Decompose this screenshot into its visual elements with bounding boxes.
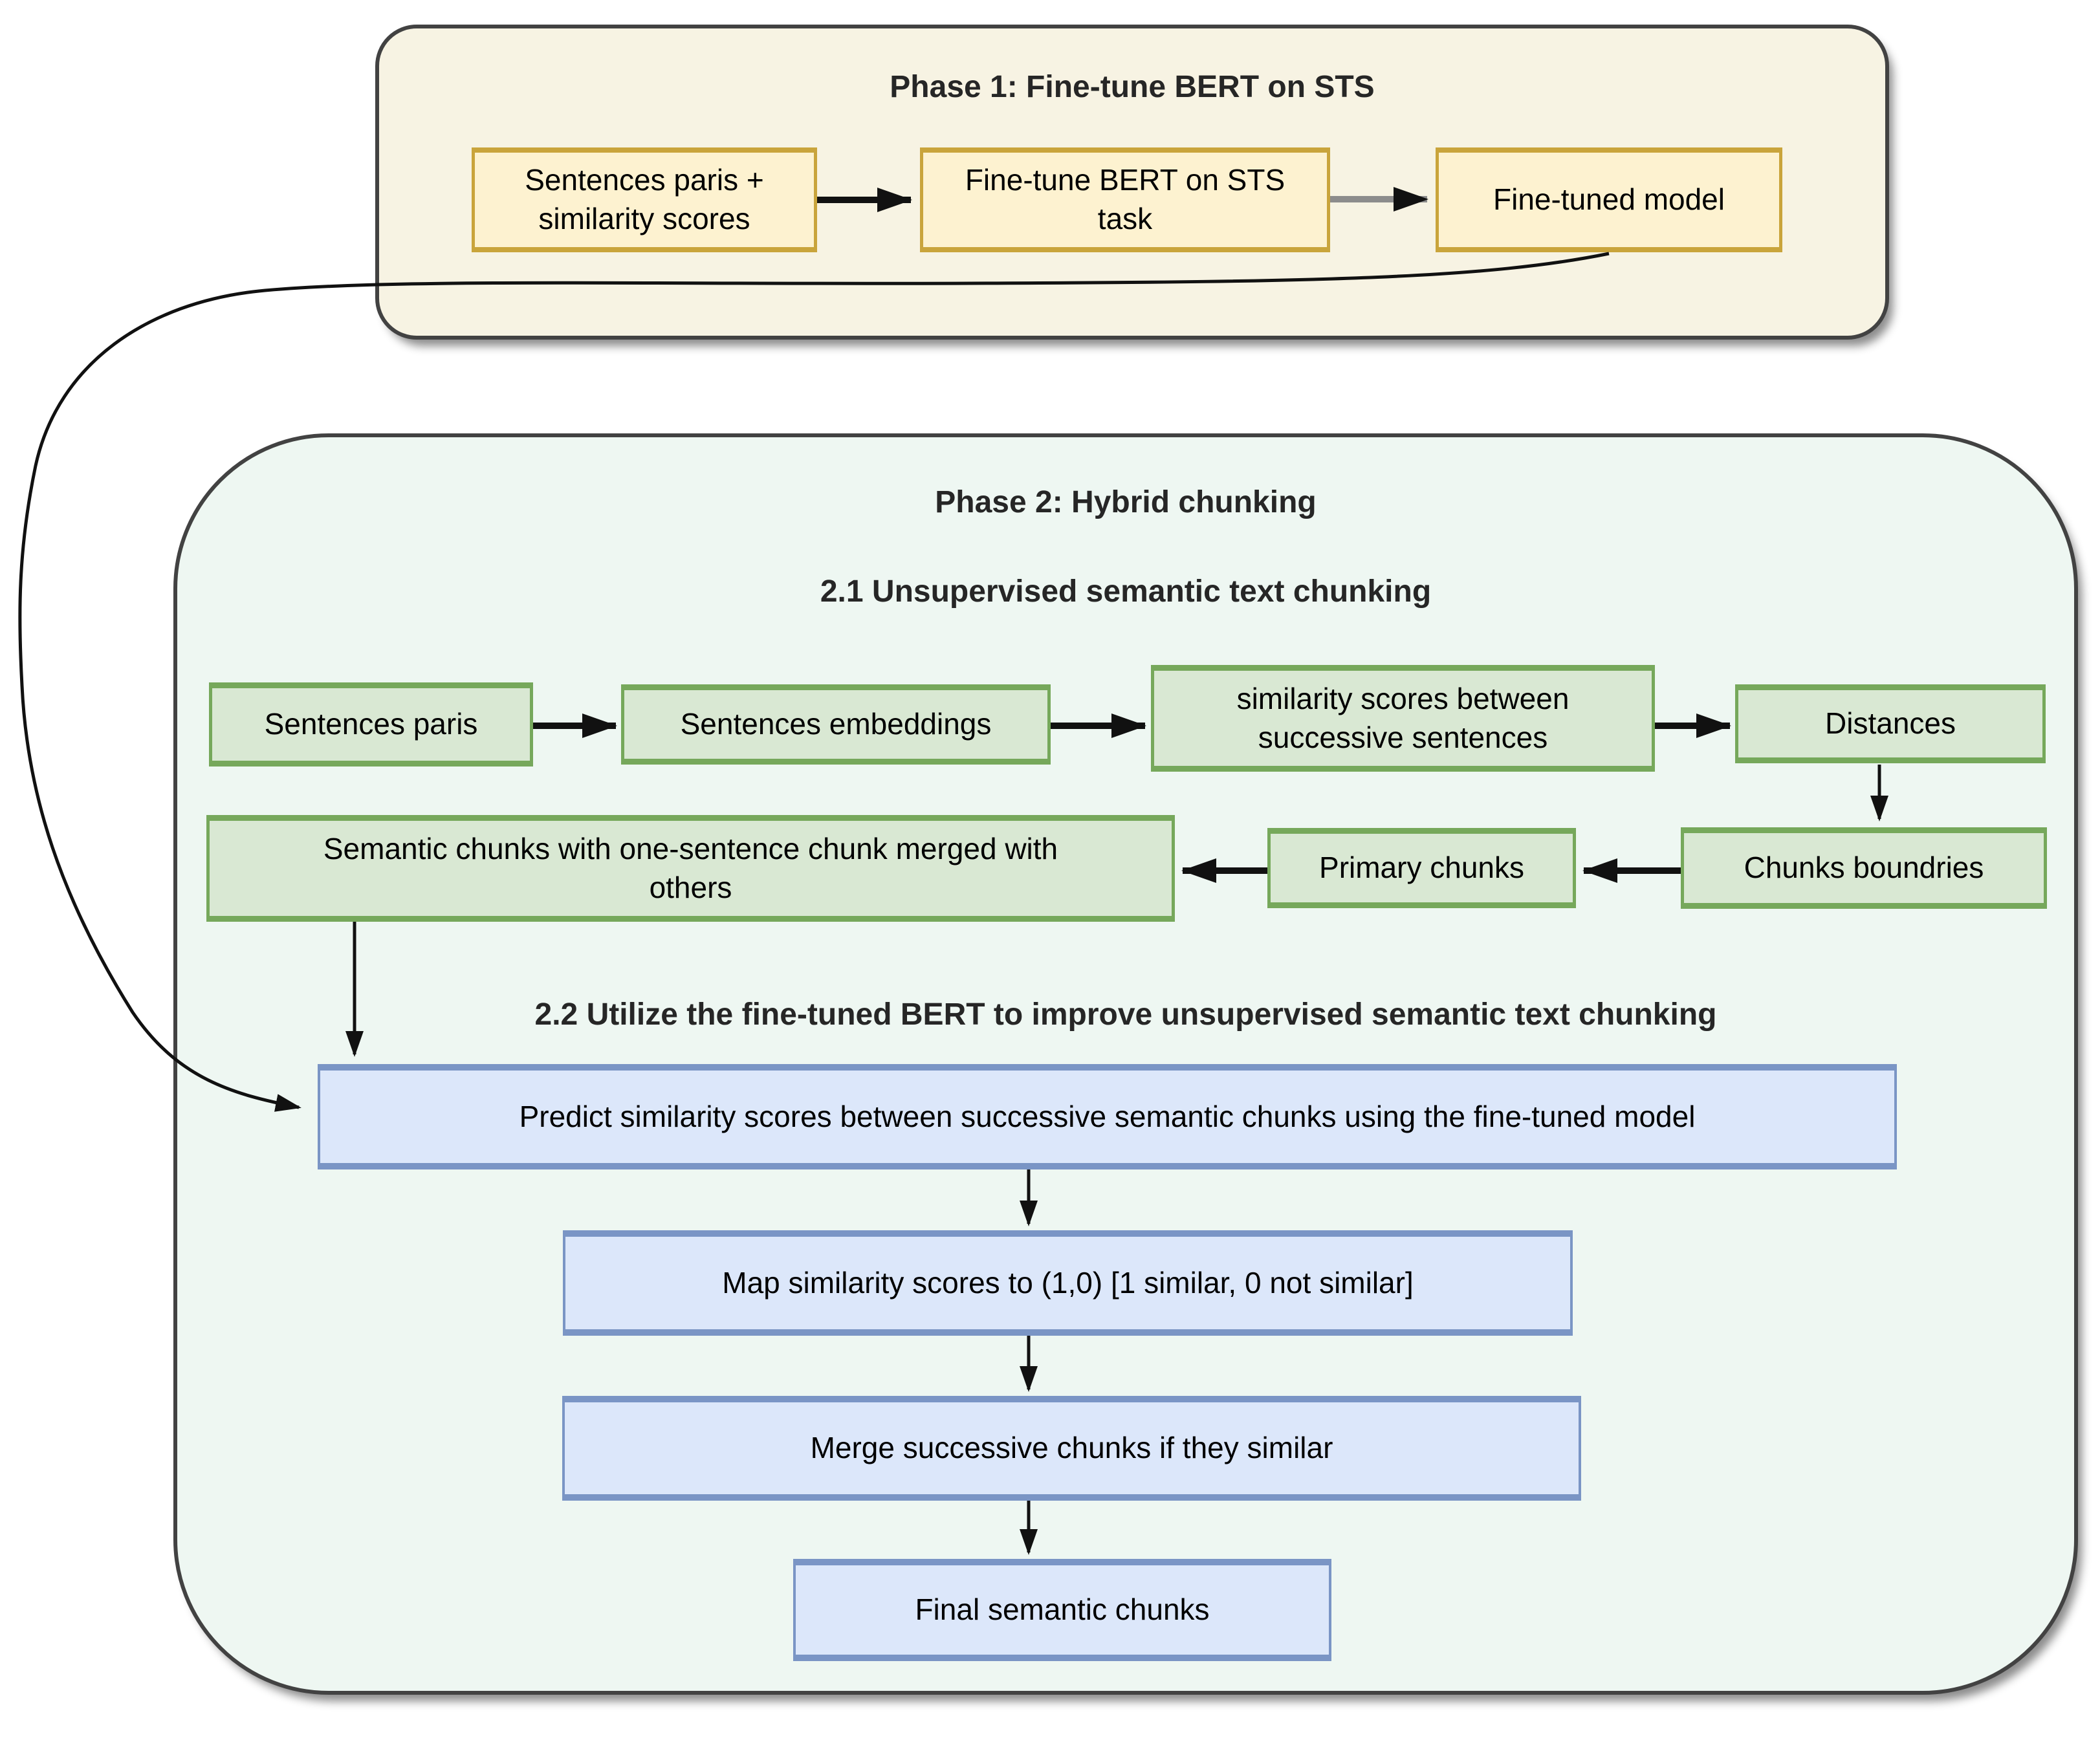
node-final-semantic-chunks: Final semantic chunks [793,1559,1331,1661]
phase1-title: Phase 1: Fine-tune BERT on STS [890,70,1375,104]
phase2-title: Phase 2: Hybrid chunking [935,485,1317,519]
node-merge-chunks: Merge successive chunks if they similar [562,1396,1581,1501]
node-chunks-boundaries: Chunks boundries [1681,827,2047,909]
node-sentence-embeddings: Sentences embeddings [621,684,1051,765]
section-2-2-title: 2.2 Utilize the fine-tuned BERT to impro… [534,997,1717,1032]
node-similarity-scores: similarity scores between successive sen… [1151,665,1655,772]
node-finetune-bert-sts-task: Fine-tune BERT on STS task [920,147,1330,252]
node-sentences-pairs: Sentences paris [209,682,533,767]
node-map-similarity: Map similarity scores to (1,0) [1 simila… [563,1230,1573,1336]
section-2-1-title: 2.1 Unsupervised semantic text chunking [820,574,1432,609]
node-sentence-pairs-scores: Sentences paris + similarity scores [472,147,817,252]
node-distances: Distances [1735,684,2046,763]
node-semantic-chunks-merged: Semantic chunks with one-sentence chunk … [206,815,1175,922]
node-primary-chunks: Primary chunks [1267,828,1576,908]
node-predict-similarity: Predict similarity scores between succes… [318,1064,1897,1169]
node-finetuned-model: Fine-tuned model [1436,147,1782,252]
